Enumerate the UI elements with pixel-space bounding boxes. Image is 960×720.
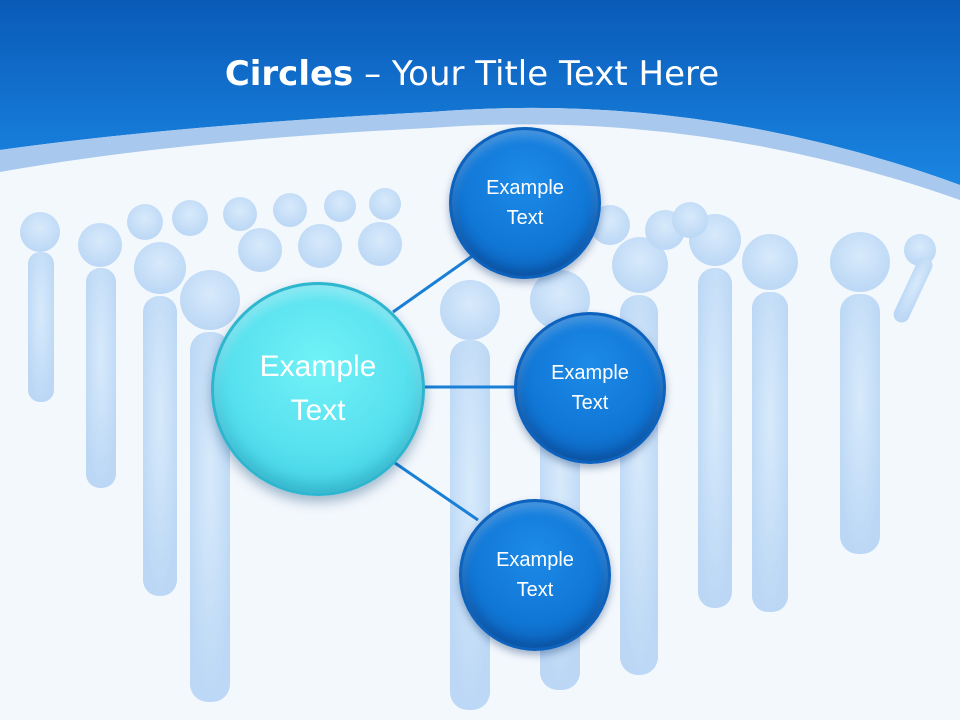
center-circle[interactable]: Example Text [211, 282, 425, 496]
header-swoosh [0, 107, 960, 200]
satellite-label: Example Text [496, 549, 574, 601]
title-bold: Circles [224, 54, 354, 94]
center-circle-label: Example Text [259, 350, 377, 427]
connector-line [392, 250, 479, 314]
slide-title: Circles – Your Title Text Here [0, 50, 944, 98]
connector-line [394, 461, 479, 522]
satellite-circle-middle[interactable]: Example Text [514, 312, 666, 464]
satellite-circle-bottom[interactable]: Example Text [459, 499, 611, 651]
satellite-label: Example Text [486, 177, 564, 229]
satellite-label: Example Text [551, 362, 629, 414]
satellite-circle-top[interactable]: Example Text [449, 127, 601, 279]
header-band [0, 0, 960, 185]
title-rest: – Your Title Text Here [353, 54, 720, 94]
